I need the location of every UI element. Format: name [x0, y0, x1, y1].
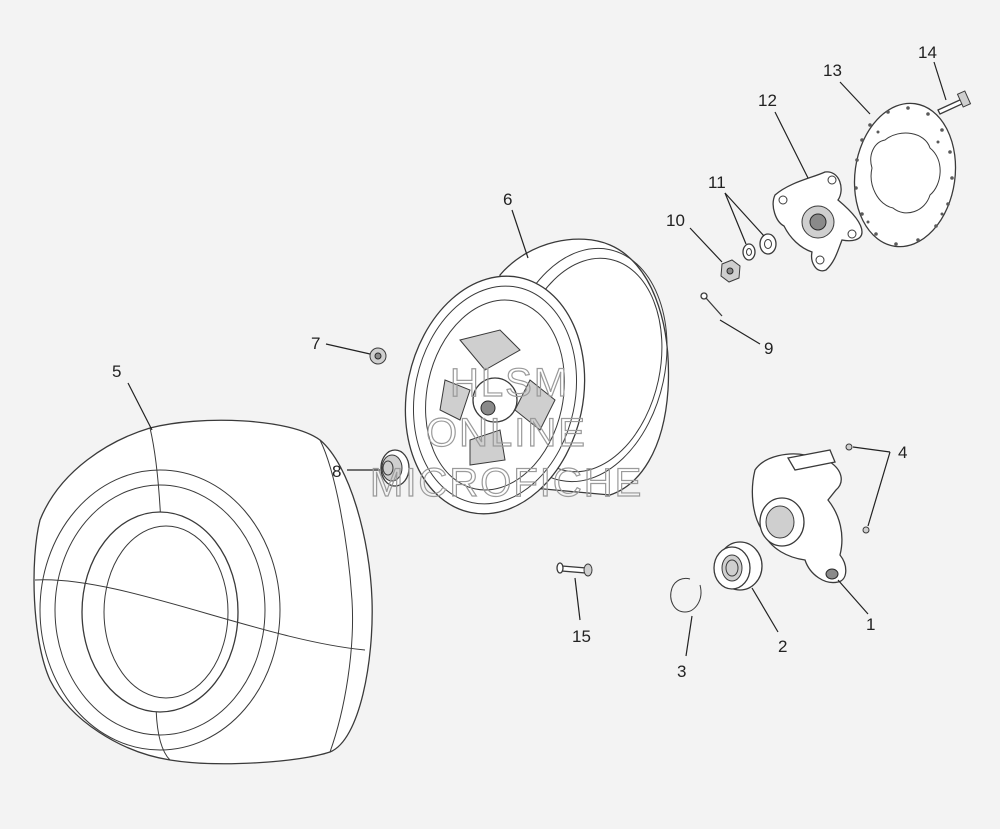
- callout-9: 9: [764, 339, 773, 358]
- hub-part-12[interactable]: [772, 171, 863, 272]
- cotter-pin-part-9[interactable]: [700, 292, 723, 317]
- watermark: HLSM ONLINE MICROFICHE: [369, 360, 643, 505]
- callout-8: 8: [332, 462, 341, 481]
- leader-10: [689, 227, 723, 263]
- callout-1: 1: [866, 615, 875, 634]
- leader-4a: [852, 446, 891, 453]
- leader-5: [127, 382, 153, 431]
- callout-14: 14: [918, 43, 937, 62]
- lug-nut-part-7[interactable]: [369, 347, 387, 365]
- knuckle-part-1[interactable]: [751, 449, 847, 584]
- leader-3: [685, 615, 693, 657]
- callout-3: 3: [677, 662, 686, 681]
- callout-13: 13: [823, 61, 842, 80]
- callout-11: 11: [708, 173, 726, 192]
- callout-12: 12: [758, 91, 777, 110]
- callout-5: 5: [112, 362, 121, 381]
- leader-15: [574, 577, 581, 621]
- tire-part-5[interactable]: [33, 419, 373, 765]
- callout-6: 6: [503, 190, 512, 209]
- castle-nut-part-10[interactable]: [720, 259, 741, 283]
- watermark-line-3: MICROFICHE: [370, 461, 643, 505]
- callout-labels: 1 2 3 4 5 6 7 8 9 10 11 12 13 14 15: [112, 43, 937, 681]
- pin-part-15[interactable]: [556, 562, 593, 577]
- leader-1: [837, 579, 869, 615]
- leader-lines: [127, 61, 947, 657]
- snap-ring-part-3[interactable]: [670, 577, 702, 613]
- leader-2: [751, 587, 779, 633]
- leader-4b: [867, 451, 891, 527]
- callout-10: 10: [666, 211, 685, 230]
- leader-13: [839, 81, 871, 115]
- leader-12: [774, 111, 809, 179]
- wheel-rim-part-6[interactable]: [384, 233, 688, 531]
- callout-7: 7: [311, 334, 320, 353]
- leader-14: [933, 61, 947, 101]
- watermark-line-1: HLSM: [450, 361, 569, 405]
- leader-6: [511, 209, 529, 259]
- brake-disc-part-13[interactable]: [845, 97, 964, 254]
- callout-4: 4: [898, 443, 907, 462]
- callout-2: 2: [778, 637, 787, 656]
- callout-15: 15: [572, 627, 591, 646]
- watermark-line-2: ONLINE: [426, 411, 587, 455]
- leader-9: [719, 319, 761, 345]
- center-cap-part-8[interactable]: [380, 449, 410, 487]
- bolt-part-14[interactable]: [937, 90, 972, 115]
- leader-11b: [724, 192, 765, 237]
- bearing-part-2[interactable]: [713, 541, 763, 591]
- washers-part-11[interactable]: [742, 233, 777, 261]
- leader-7: [325, 343, 371, 355]
- grease-fittings-part-4[interactable]: [845, 443, 870, 534]
- leader-11a: [724, 192, 747, 245]
